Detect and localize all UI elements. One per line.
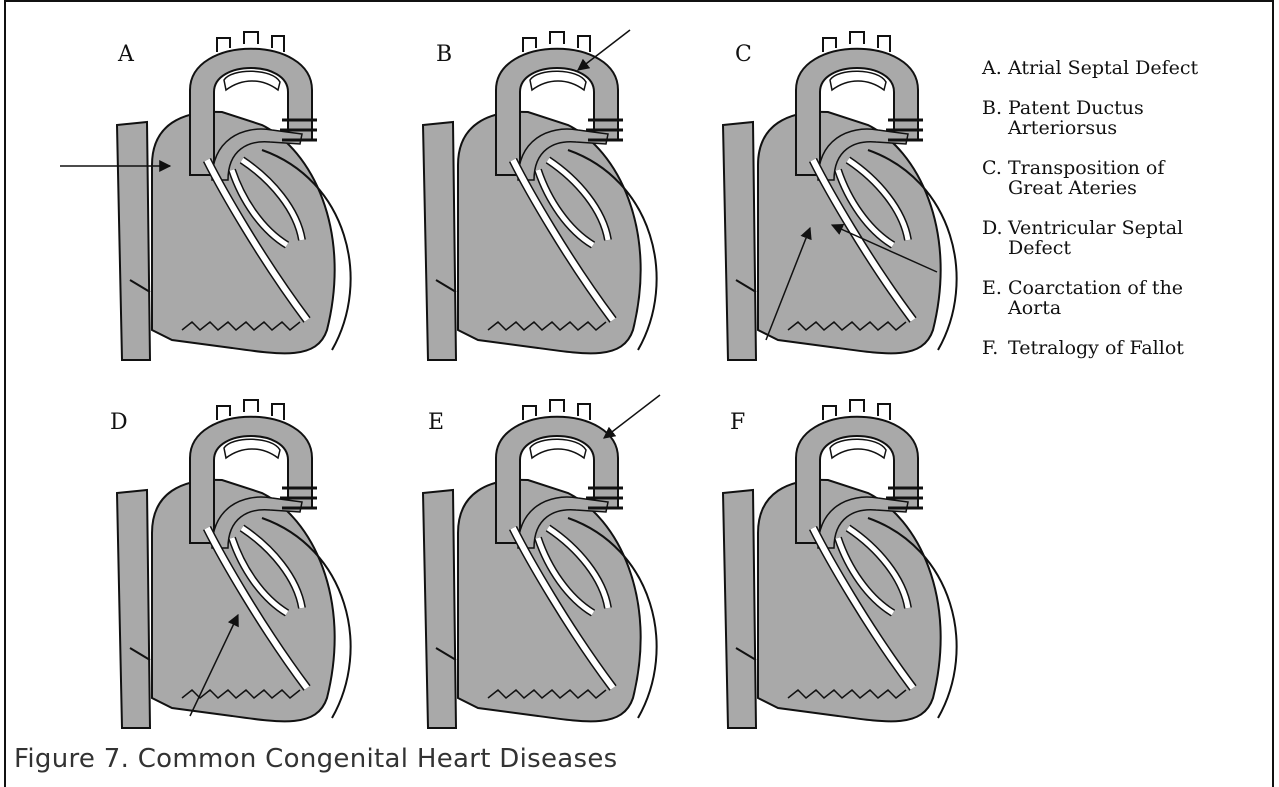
panel-label-b: B: [436, 42, 452, 67]
heart-diagram-d: [117, 400, 351, 728]
heart-diagram-e: [423, 400, 657, 728]
panel-label-c: C: [735, 42, 752, 67]
heart-diagram-c: [723, 32, 957, 360]
legend-item: D. Ventricular Septal Defect: [982, 218, 1272, 258]
heart-diagram-b: [423, 32, 657, 360]
heart-diagram-f: [723, 400, 957, 728]
legend: A. Atrial Septal Defect B. Patent Ductus…: [982, 58, 1272, 378]
legend-item: C. Transposition of Great Ateries: [982, 158, 1272, 198]
panel-label-f: F: [730, 410, 745, 435]
panel-label-e: E: [428, 410, 444, 435]
panel-label-a: A: [118, 42, 134, 67]
legend-item: F. Tetralogy of Fallot: [982, 338, 1272, 358]
figure-caption: Figure 7. Common Congenital Heart Diseas…: [14, 744, 617, 774]
heart-diagram-a: [117, 32, 351, 360]
panel-label-d: D: [110, 410, 128, 435]
arrow-e: [604, 395, 660, 438]
legend-item: E. Coarctation of the Aorta: [982, 278, 1272, 318]
legend-item: A. Atrial Septal Defect: [982, 58, 1272, 78]
legend-item: B. Patent Ductus Arteriorsus: [982, 98, 1272, 138]
